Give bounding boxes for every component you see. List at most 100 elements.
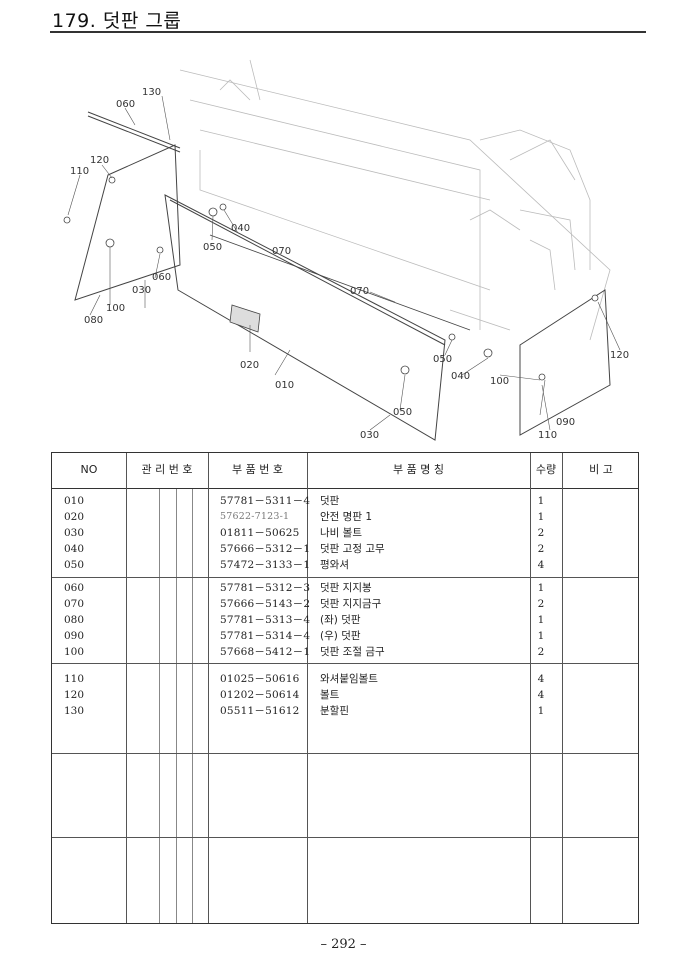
row-part-no: 57781－5313－4 xyxy=(220,614,311,626)
row-part-name: 분할핀 xyxy=(320,705,349,717)
callout-leaders xyxy=(67,95,621,431)
row-part-name: 덧판 지지금구 xyxy=(320,598,382,610)
callout-050: 050 xyxy=(203,242,222,253)
col-line xyxy=(159,489,160,923)
row-no: 100 xyxy=(64,646,85,658)
callout-120: 120 xyxy=(90,155,109,166)
row-qty: 1 xyxy=(537,495,545,507)
col-line xyxy=(208,453,209,923)
machine-frame-outline xyxy=(179,59,611,341)
row-qty: 4 xyxy=(537,689,545,701)
row-qty: 2 xyxy=(537,598,545,610)
row-no: 070 xyxy=(64,598,85,610)
row-no: 050 xyxy=(64,559,85,571)
col-line xyxy=(562,453,563,923)
callout-080: 080 xyxy=(84,315,103,326)
row-qty: 1 xyxy=(537,614,545,626)
callout-050: 050 xyxy=(393,407,412,418)
callout-020: 020 xyxy=(240,360,259,371)
main-panel xyxy=(164,194,446,441)
page-title: 179. 덧판 그룹 xyxy=(52,10,182,32)
row-part-no: 57781－5314－4 xyxy=(220,630,311,642)
header-mgmt: 관 리 번 호 xyxy=(141,463,193,476)
callout-060: 060 xyxy=(152,272,171,283)
row-no: 040 xyxy=(64,543,85,555)
row-part-name: 평와셔 xyxy=(320,559,349,571)
row-qty: 2 xyxy=(537,543,545,555)
title-rule xyxy=(50,31,646,33)
row-part-no: 57622-7123-1 xyxy=(220,511,290,522)
row-part-no: 57472－3133－1 xyxy=(220,559,311,571)
exploded-parts-diagram: 130 060 120 110 050 040 070 030 060 100 … xyxy=(63,59,629,441)
header-no: NO xyxy=(80,463,98,476)
row-qty: 2 xyxy=(537,527,545,539)
callout-100: 100 xyxy=(490,376,509,387)
row-no: 030 xyxy=(64,527,85,539)
row-part-no: 05511－51612 xyxy=(220,705,300,717)
row-part-name: (우) 덧판 xyxy=(320,630,361,642)
row-part-name: 와셔붙임볼트 xyxy=(320,673,378,685)
row-part-no: 01811－50625 xyxy=(220,527,300,539)
table-row: 110 01025－50616 와셔붙임볼트 4 xyxy=(52,671,638,687)
row-part-no: 01202－50614 xyxy=(220,689,300,701)
header-part-name: 부 품 명 칭 xyxy=(393,463,444,476)
row-no: 090 xyxy=(64,630,85,642)
support-bar xyxy=(209,234,471,331)
row-part-name: 덧판 xyxy=(320,495,340,507)
callout-050: 050 xyxy=(433,354,452,365)
row-part-no: 57781－5312－3 xyxy=(220,582,311,594)
row-part-name: 덧판 고정 고무 xyxy=(320,543,385,555)
table-row: 050 57472－3133－1 평와셔 4 xyxy=(52,557,638,573)
callout-040: 040 xyxy=(451,371,470,382)
col-line xyxy=(126,453,127,923)
table-row: 100 57668－5412－1 덧판 조절 금구 2 xyxy=(52,644,638,660)
row-qty: 1 xyxy=(537,630,545,642)
callout-110: 110 xyxy=(538,430,557,441)
table-row: 030 01811－50625 나비 볼트 2 xyxy=(52,525,638,541)
table-row: 090 57781－5314－4 (우) 덧판 1 xyxy=(52,628,638,644)
col-line xyxy=(530,453,531,923)
row-part-no: 57668－5412－1 xyxy=(220,646,311,658)
row-part-no: 57666－5143－2 xyxy=(220,598,311,610)
callout-120: 120 xyxy=(610,350,629,361)
row-qty: 1 xyxy=(537,511,545,523)
row-part-no: 57666－5312－1 xyxy=(220,543,311,555)
row-qty: 2 xyxy=(537,646,545,658)
table-row: 130 05511－51612 분할핀 1 xyxy=(52,703,638,719)
page-number: – 292 – xyxy=(320,937,367,952)
callout-100: 100 xyxy=(106,303,125,314)
col-line xyxy=(192,489,193,923)
table-row: 120 01202－50614 볼트 4 xyxy=(52,687,638,703)
left-panel xyxy=(74,144,181,301)
row-qty: 4 xyxy=(537,673,545,685)
right-panel xyxy=(519,289,611,436)
callout-130: 130 xyxy=(142,87,161,98)
table-row: 070 57666－5143－2 덧판 지지금구 2 xyxy=(52,596,638,612)
callout-060: 060 xyxy=(116,99,135,110)
callout-070: 070 xyxy=(350,286,369,297)
group-separator xyxy=(52,837,638,838)
callout-110: 110 xyxy=(70,166,89,177)
table-row: 040 57666－5312－1 덧판 고정 고무 2 xyxy=(52,541,638,557)
row-qty: 1 xyxy=(537,705,545,717)
group-separator xyxy=(52,753,638,754)
table-header: NO 관 리 번 호 부 품 번 호 부 품 명 칭 수량 비 고 xyxy=(52,453,638,489)
row-part-name: 안전 명판 1 xyxy=(320,511,372,523)
row-no: 130 xyxy=(64,705,85,717)
group-separator xyxy=(52,663,638,664)
table-row: 020 57622-7123-1 안전 명판 1 1 xyxy=(52,509,638,525)
table-row: 010 57781－5311－4 덧판 1 xyxy=(52,493,638,509)
table-row: 060 57781－5312－3 덧판 지지봉 1 xyxy=(52,580,638,596)
row-part-no: 01025－50616 xyxy=(220,673,300,685)
row-no: 120 xyxy=(64,689,85,701)
callout-010: 010 xyxy=(275,380,294,391)
row-part-no: 57781－5311－4 xyxy=(220,495,311,507)
callout-030: 030 xyxy=(360,430,379,441)
group-separator xyxy=(52,577,638,578)
safety-plate xyxy=(229,304,261,333)
row-qty: 4 xyxy=(537,559,545,571)
row-part-name: 덧판 조절 금구 xyxy=(320,646,385,658)
parts-table: NO 관 리 번 호 부 품 번 호 부 품 명 칭 수량 비 고 010 57… xyxy=(51,452,639,924)
row-no: 060 xyxy=(64,582,85,594)
row-qty: 1 xyxy=(537,582,545,594)
